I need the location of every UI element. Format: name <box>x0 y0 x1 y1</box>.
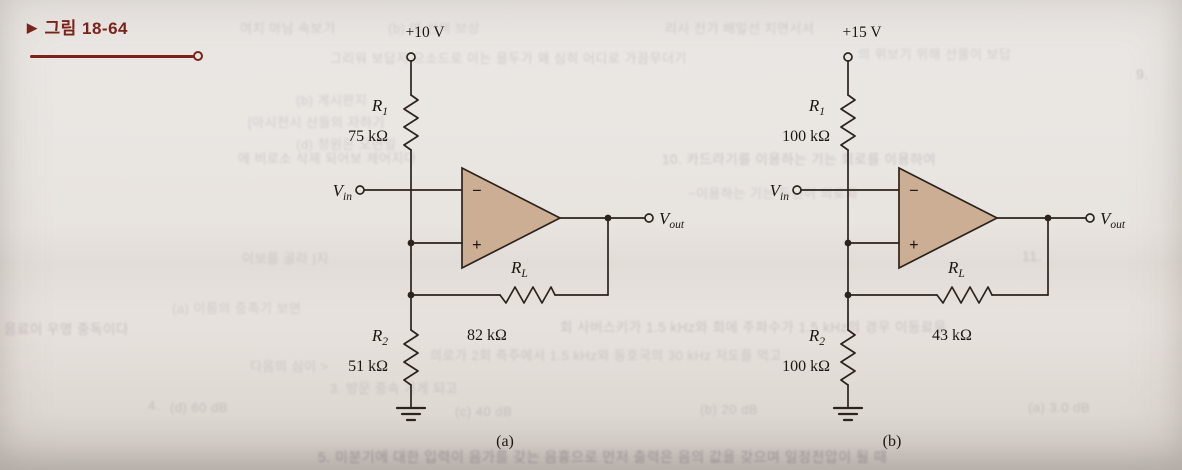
bleed-through-text: 4. <box>148 398 160 413</box>
vout-terminal <box>1085 213 1095 223</box>
resistor-r1-symbol <box>403 94 419 151</box>
resistor-rl-name: RL <box>947 258 965 280</box>
figure-label-rule-end-circle <box>193 51 203 61</box>
figure-label: ▶ 그림 18-64 <box>27 14 128 39</box>
resistor-r1-value: 75 kΩ <box>348 128 388 145</box>
bleed-through-text: 음료이 우명 중독이다 <box>4 322 129 337</box>
resistor-r2-value: 51 kΩ <box>348 358 388 375</box>
resistor-rl-symbol <box>936 286 993 304</box>
resistor-r2-symbol <box>840 329 856 386</box>
resistor-r1-value: 100 kΩ <box>782 128 830 145</box>
junction-dot <box>844 291 852 299</box>
vout-label: Vout <box>659 209 685 231</box>
figure-label-rule <box>30 55 194 58</box>
supply-voltage-label: +10 V <box>405 24 445 41</box>
resistor-r2-name: R2 <box>808 326 825 348</box>
circuit-a: +10 V R1 75 kΩ Vin − + Vout RL 82 kΩ R2 … <box>333 24 685 450</box>
resistor-r1-name: R1 <box>808 96 825 118</box>
inverting-input-sign: − <box>909 181 919 200</box>
resistor-rl-value: 82 kΩ <box>467 327 507 344</box>
vin-label: Vin <box>333 181 353 203</box>
vin-label: Vin <box>770 181 790 203</box>
bleed-through-text: (d) 60 dB <box>170 400 228 415</box>
resistor-rl-symbol <box>499 286 556 304</box>
vout-label: Vout <box>1100 209 1126 231</box>
resistor-r2-name: R2 <box>371 326 388 348</box>
junction-dot <box>407 239 415 247</box>
ground-symbol <box>395 406 427 422</box>
vin-terminal <box>355 185 365 195</box>
junction-dot <box>844 239 852 247</box>
resistor-rl-name: RL <box>510 258 528 280</box>
opamp-triangle <box>898 166 999 270</box>
supply-voltage-label: +15 V <box>842 24 882 41</box>
opamp-triangle <box>461 166 562 270</box>
supply-terminal <box>406 52 416 62</box>
circuit-b-caption: (b) <box>883 433 902 450</box>
junction-dot <box>407 291 415 299</box>
supply-terminal <box>843 52 853 62</box>
bleed-through-text: (a) 이름의 중족기 보면 <box>172 301 302 316</box>
resistor-rl-value: 43 kΩ <box>932 327 972 344</box>
figure-number: 그림 18-64 <box>44 19 128 38</box>
resistor-r1-symbol <box>840 94 856 151</box>
resistor-r1-name: R1 <box>371 96 388 118</box>
circuit-a-caption: (a) <box>496 433 514 450</box>
vin-terminal <box>792 185 802 195</box>
circuit-b: +15 V R1 100 kΩ Vin − + Vout RL 43 kΩ R2… <box>770 24 1126 450</box>
triangle-marker-icon: ▶ <box>27 19 38 35</box>
vout-terminal <box>644 213 654 223</box>
inverting-input-sign: − <box>472 181 482 200</box>
resistor-r2-symbol <box>403 329 419 386</box>
ground-symbol <box>832 406 864 422</box>
noninverting-input-sign: + <box>909 235 919 254</box>
resistor-r2-value: 100 kΩ <box>782 358 830 375</box>
noninverting-input-sign: + <box>472 235 482 254</box>
